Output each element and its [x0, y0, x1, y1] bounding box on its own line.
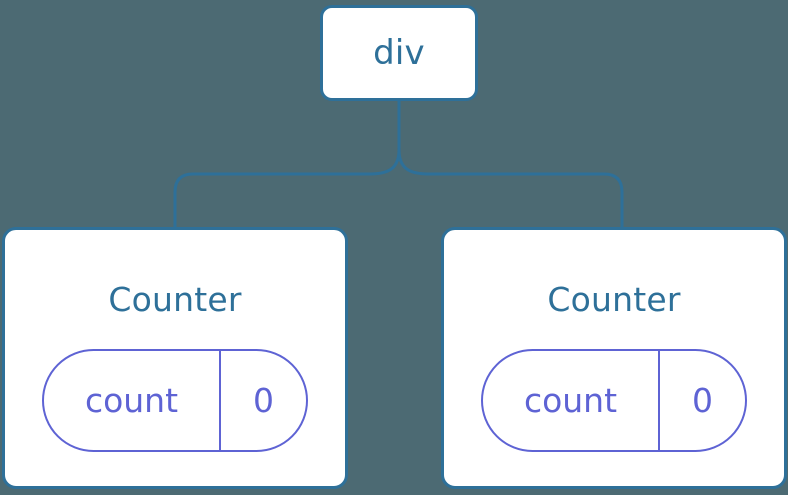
child-node-title: Counter	[547, 280, 681, 319]
child-node-counter-1[interactable]: Counter count 0	[441, 227, 787, 489]
child-node-counter-0[interactable]: Counter count 0	[2, 227, 348, 489]
connector-to-child-0	[173, 148, 401, 229]
root-node-div[interactable]: div	[320, 5, 478, 101]
state-value-label: 0	[253, 381, 274, 420]
state-key-label: count	[483, 351, 660, 450]
child-node-title: Counter	[108, 280, 242, 319]
state-value-label: 0	[692, 381, 713, 420]
state-pill-count-0[interactable]: count 0	[42, 349, 308, 452]
connector-to-child-1	[397, 148, 624, 229]
root-node-label: div	[373, 33, 425, 73]
state-pill-count-1[interactable]: count 0	[481, 349, 747, 452]
state-key-label: count	[44, 351, 221, 450]
